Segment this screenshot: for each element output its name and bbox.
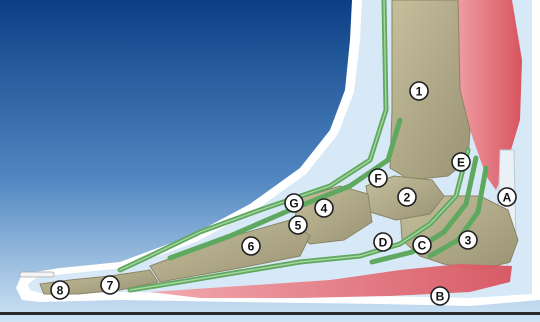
marker-label: 2	[404, 191, 411, 205]
marker-4: 4	[315, 199, 333, 217]
marker-label: E	[457, 156, 465, 170]
marker-label: D	[379, 236, 388, 250]
marker-label: 6	[248, 240, 255, 254]
marker-6: 6	[242, 237, 260, 255]
marker-3: 3	[459, 231, 477, 249]
marker-8: 8	[51, 281, 69, 299]
marker-1: 1	[410, 82, 428, 100]
marker-c: C	[413, 236, 431, 254]
marker-label: 3	[465, 234, 472, 248]
marker-label: F	[374, 172, 381, 186]
marker-2: 2	[398, 188, 416, 206]
marker-a: A	[498, 188, 516, 206]
marker-g: G	[285, 194, 303, 212]
marker-7: 7	[101, 276, 119, 294]
marker-f: F	[369, 169, 387, 187]
marker-label: G	[289, 197, 298, 211]
marker-label: B	[436, 290, 445, 304]
marker-label: 1	[416, 85, 423, 99]
marker-label: 4	[321, 202, 328, 216]
marker-5: 5	[289, 216, 307, 234]
marker-label: 8	[57, 284, 64, 298]
marker-b: B	[431, 287, 449, 305]
marker-label: A	[503, 191, 512, 205]
marker-label: 7	[107, 279, 114, 293]
marker-label: 5	[295, 219, 302, 233]
marker-label: C	[418, 239, 427, 253]
marker-d: D	[374, 233, 392, 251]
marker-e: E	[452, 153, 470, 171]
